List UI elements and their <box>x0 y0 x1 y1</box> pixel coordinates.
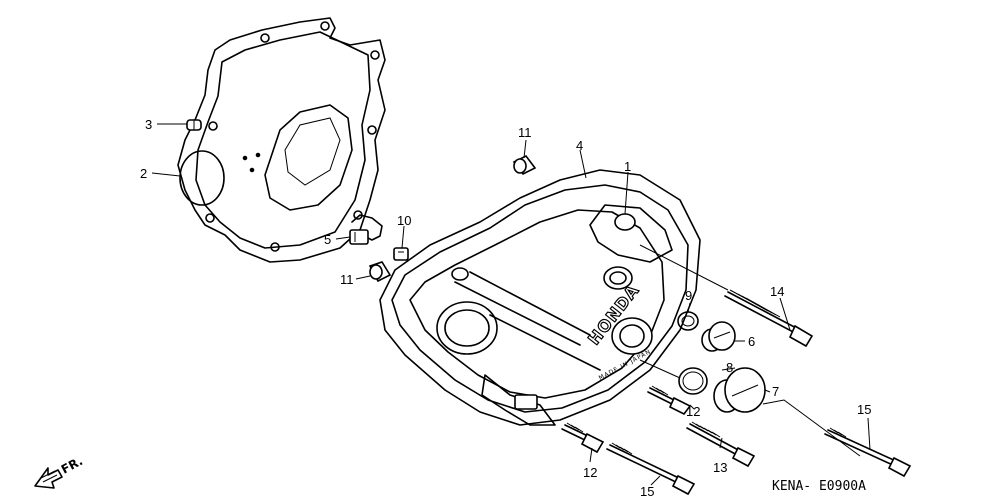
callout-4: 4 <box>576 138 583 153</box>
callout-7: 7 <box>772 384 779 399</box>
diagram-code: KENA- E0900A <box>772 479 866 494</box>
dowel-pin-part-11-upper[interactable] <box>512 154 537 176</box>
callout-numbers: 1 2 3 4 5 6 7 8 9 10 11 11 12 12 13 14 1… <box>140 117 871 499</box>
dowel-pin-part-3[interactable] <box>186 119 202 131</box>
callout-15-lower: 15 <box>640 484 654 499</box>
callout-11-lower: 11 <box>340 272 354 287</box>
bolt-part-12-lower[interactable] <box>561 422 605 454</box>
bolt-part-14[interactable] <box>724 289 814 348</box>
callout-11-upper: 11 <box>518 125 532 140</box>
callout-1: 1 <box>624 159 631 174</box>
o-ring-part-9[interactable] <box>677 311 699 331</box>
plug-cap-part-6[interactable] <box>701 321 736 352</box>
crankcase-cover-part-1[interactable]: HONDA MADE IN JAPAN <box>391 184 689 426</box>
cover-gasket-part-4[interactable] <box>379 169 701 426</box>
callout-2: 2 <box>140 166 147 181</box>
leader-lines <box>151 123 871 486</box>
callout-12-upper: 12 <box>686 404 700 419</box>
callout-5: 5 <box>324 232 331 247</box>
callout-3: 3 <box>145 117 152 132</box>
callout-14: 14 <box>770 284 784 299</box>
bolt-part-13[interactable] <box>686 421 756 468</box>
callout-10: 10 <box>397 213 411 228</box>
clamp-part-5[interactable] <box>349 214 383 245</box>
dowel-pin-part-11-lower[interactable] <box>368 261 392 283</box>
callout-13: 13 <box>713 460 727 475</box>
front-direction-arrow: FR. <box>34 454 85 489</box>
callout-6: 6 <box>748 334 755 349</box>
callout-8: 8 <box>726 360 733 375</box>
callout-15-right: 15 <box>857 402 871 417</box>
bolt-part-10[interactable] <box>393 247 409 261</box>
bolt-part-12-upper[interactable] <box>647 385 692 416</box>
gasket-part-2[interactable] <box>177 17 386 263</box>
bolt-part-15-right[interactable] <box>824 427 912 478</box>
o-ring-part-8[interactable] <box>678 367 708 395</box>
callout-9: 9 <box>685 288 692 303</box>
callout-12-lower: 12 <box>583 465 597 480</box>
front-label: FR. <box>59 454 85 477</box>
bolt-part-15-lower[interactable] <box>606 442 696 496</box>
plug-cap-part-7[interactable] <box>713 367 766 413</box>
